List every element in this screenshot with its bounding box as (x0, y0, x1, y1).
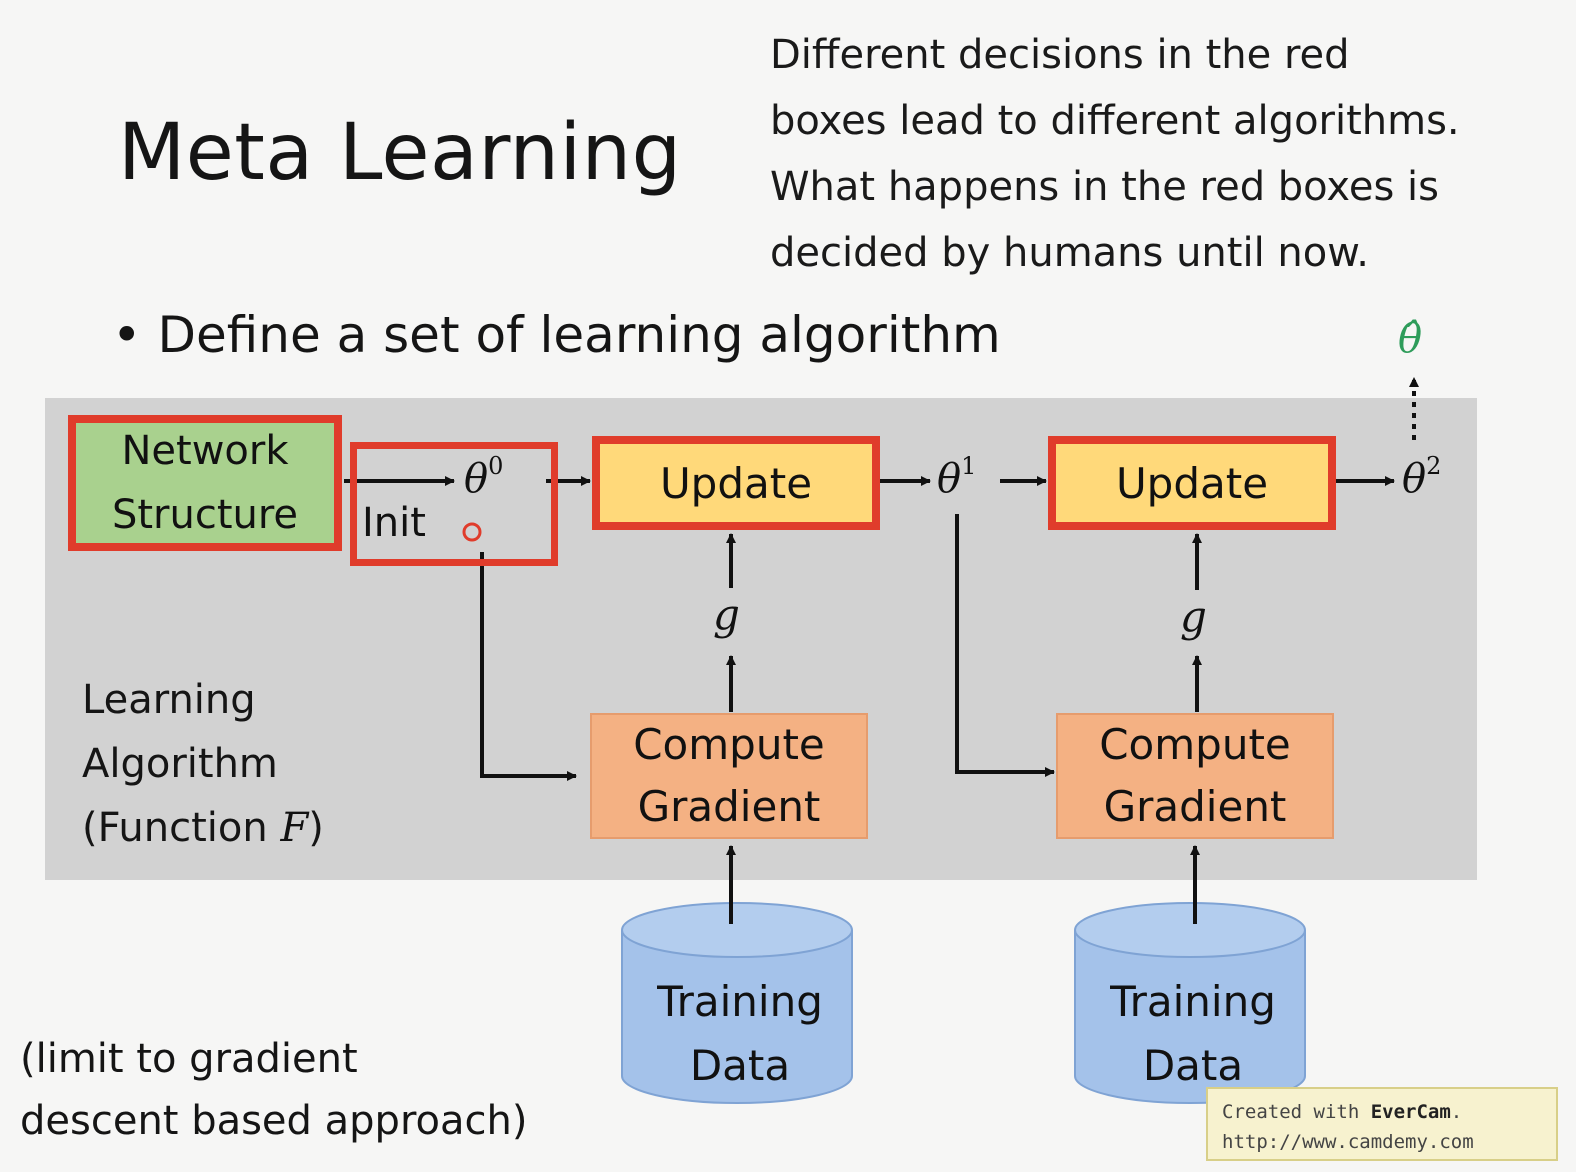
theta-superscript: 0 (488, 452, 504, 480)
network-structure-line: Structure (111, 492, 299, 538)
red-box-note: Different decisions in the red boxes lea… (770, 22, 1460, 286)
training-data-cylinder (621, 902, 853, 1104)
theta-1-label: θ1 (937, 452, 976, 502)
theta-symbol: θ (937, 456, 962, 502)
learning-algorithm-line: (Function F) (82, 805, 324, 851)
training-data-line: Data (1142, 1041, 1244, 1090)
bullet-point: • Define a set of learning algorithm (112, 306, 1001, 364)
cursor-marker-icon (462, 522, 482, 542)
theta-0-label: θ0 (464, 452, 503, 502)
gradient-symbol: g (1180, 592, 1207, 641)
theta-2-label: θ2 (1402, 452, 1441, 502)
learning-algorithm-label: Learning Algorithm (Function F) (82, 668, 324, 860)
compute-gradient-line: Gradient (637, 782, 821, 831)
theta-symbol: θ (1402, 456, 1427, 502)
init-box (350, 442, 558, 566)
arrow-theta1-to-compute (955, 514, 1055, 777)
training-data-cylinder (1074, 902, 1306, 1104)
theta-symbol: θ (464, 456, 489, 502)
watermark-brand: EverCam (1370, 1101, 1451, 1123)
note-line: boxes lead to different algorithms. (770, 98, 1460, 144)
note-line: What happens in the red boxes is (770, 164, 1439, 210)
theta-hat-label: θ̂ (1398, 316, 1423, 362)
compute-gradient-box: Compute Gradient (590, 713, 868, 839)
network-structure-line: Network (121, 428, 289, 474)
limit-line: descent based approach) (20, 1098, 528, 1144)
compute-gradient-line: Compute (633, 720, 825, 769)
training-data-line: Training (1110, 977, 1276, 1026)
gradient-symbol: g (713, 590, 740, 639)
update-label: Update (659, 458, 813, 508)
training-data-line: Training (657, 977, 823, 1026)
learning-algorithm-line: Algorithm (82, 741, 278, 787)
function-symbol: F (280, 805, 309, 851)
bullet-icon: • (112, 306, 142, 364)
theta-superscript: 2 (1426, 452, 1442, 480)
update-box: Update (592, 436, 880, 530)
compute-gradient-line: Gradient (1103, 782, 1287, 831)
limit-line: (limit to gradient (20, 1036, 358, 1082)
training-data-line: Data (689, 1041, 791, 1090)
bullet-text: Define a set of learning algorithm (157, 306, 1001, 364)
compute-gradient-box: Compute Gradient (1056, 713, 1334, 839)
evercam-watermark: Created with EverCam. http://www.camdemy… (1206, 1087, 1558, 1161)
watermark-line: Created with EverCam. (1222, 1101, 1463, 1123)
training-data-label: Training Data (1075, 970, 1311, 1098)
slide-title: Meta Learning (118, 108, 682, 198)
update-label: Update (1115, 458, 1269, 508)
init-label: Init (362, 500, 426, 546)
theta-superscript: 1 (961, 452, 977, 480)
watermark-url: http://www.camdemy.com (1222, 1131, 1474, 1153)
update-box: Update (1048, 436, 1336, 530)
learning-algorithm-line: Learning (82, 677, 256, 723)
note-line: decided by humans until now. (770, 230, 1369, 276)
network-structure-box: Network Structure (68, 415, 342, 551)
compute-gradient-line: Compute (1099, 720, 1291, 769)
training-data-label: Training Data (622, 970, 858, 1098)
arrow-theta0-to-compute (480, 552, 577, 781)
gradient-descent-note: (limit to gradient descent based approac… (20, 1028, 527, 1152)
note-line: Different decisions in the red (770, 32, 1350, 78)
